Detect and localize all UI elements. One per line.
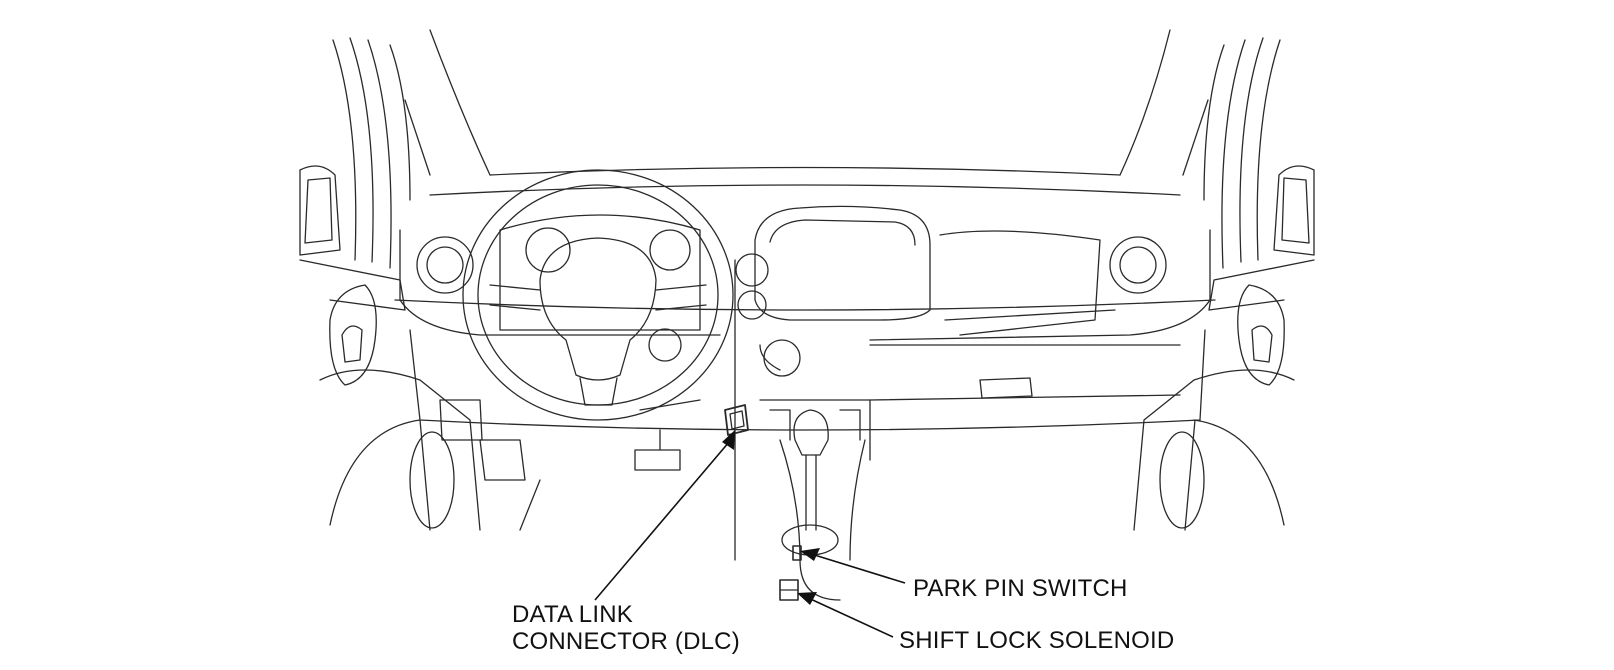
instrument-cluster — [499, 214, 701, 362]
left-a-pillar — [332, 29, 491, 269]
park-pin-leader-arrow — [800, 548, 820, 561]
solenoid-leader-arrow — [797, 592, 817, 605]
steering-wheel — [462, 169, 734, 421]
center-console — [734, 259, 871, 601]
dlc-label-line2: CONNECTOR (DLC) — [512, 628, 740, 655]
shift-lock-solenoid-label: SHIFT LOCK SOLENOID — [899, 627, 1175, 654]
dashboard-body — [394, 229, 1216, 531]
right-air-vent — [1109, 236, 1167, 294]
right-a-pillar — [1119, 29, 1281, 269]
park-pin-switch-label: PARK PIN SWITCH — [913, 575, 1128, 602]
left-door — [299, 165, 481, 531]
park-pin-leader-line — [807, 552, 906, 584]
center-display — [735, 205, 931, 321]
right-door — [1133, 165, 1315, 531]
dlc-label-line1: DATA LINK — [512, 601, 633, 628]
passenger-dash-panel — [869, 230, 1181, 401]
gear-knob — [793, 409, 829, 456]
left-air-vent — [416, 236, 474, 294]
dlc-leader-line — [594, 434, 736, 601]
park-pin-switch-shape — [792, 545, 802, 561]
dlc-connector-shape — [724, 404, 749, 436]
pedals — [439, 399, 701, 531]
dash-top-edge — [429, 184, 1181, 196]
solenoid-leader-line — [803, 595, 894, 638]
dlc-leader-arrow — [722, 430, 735, 450]
